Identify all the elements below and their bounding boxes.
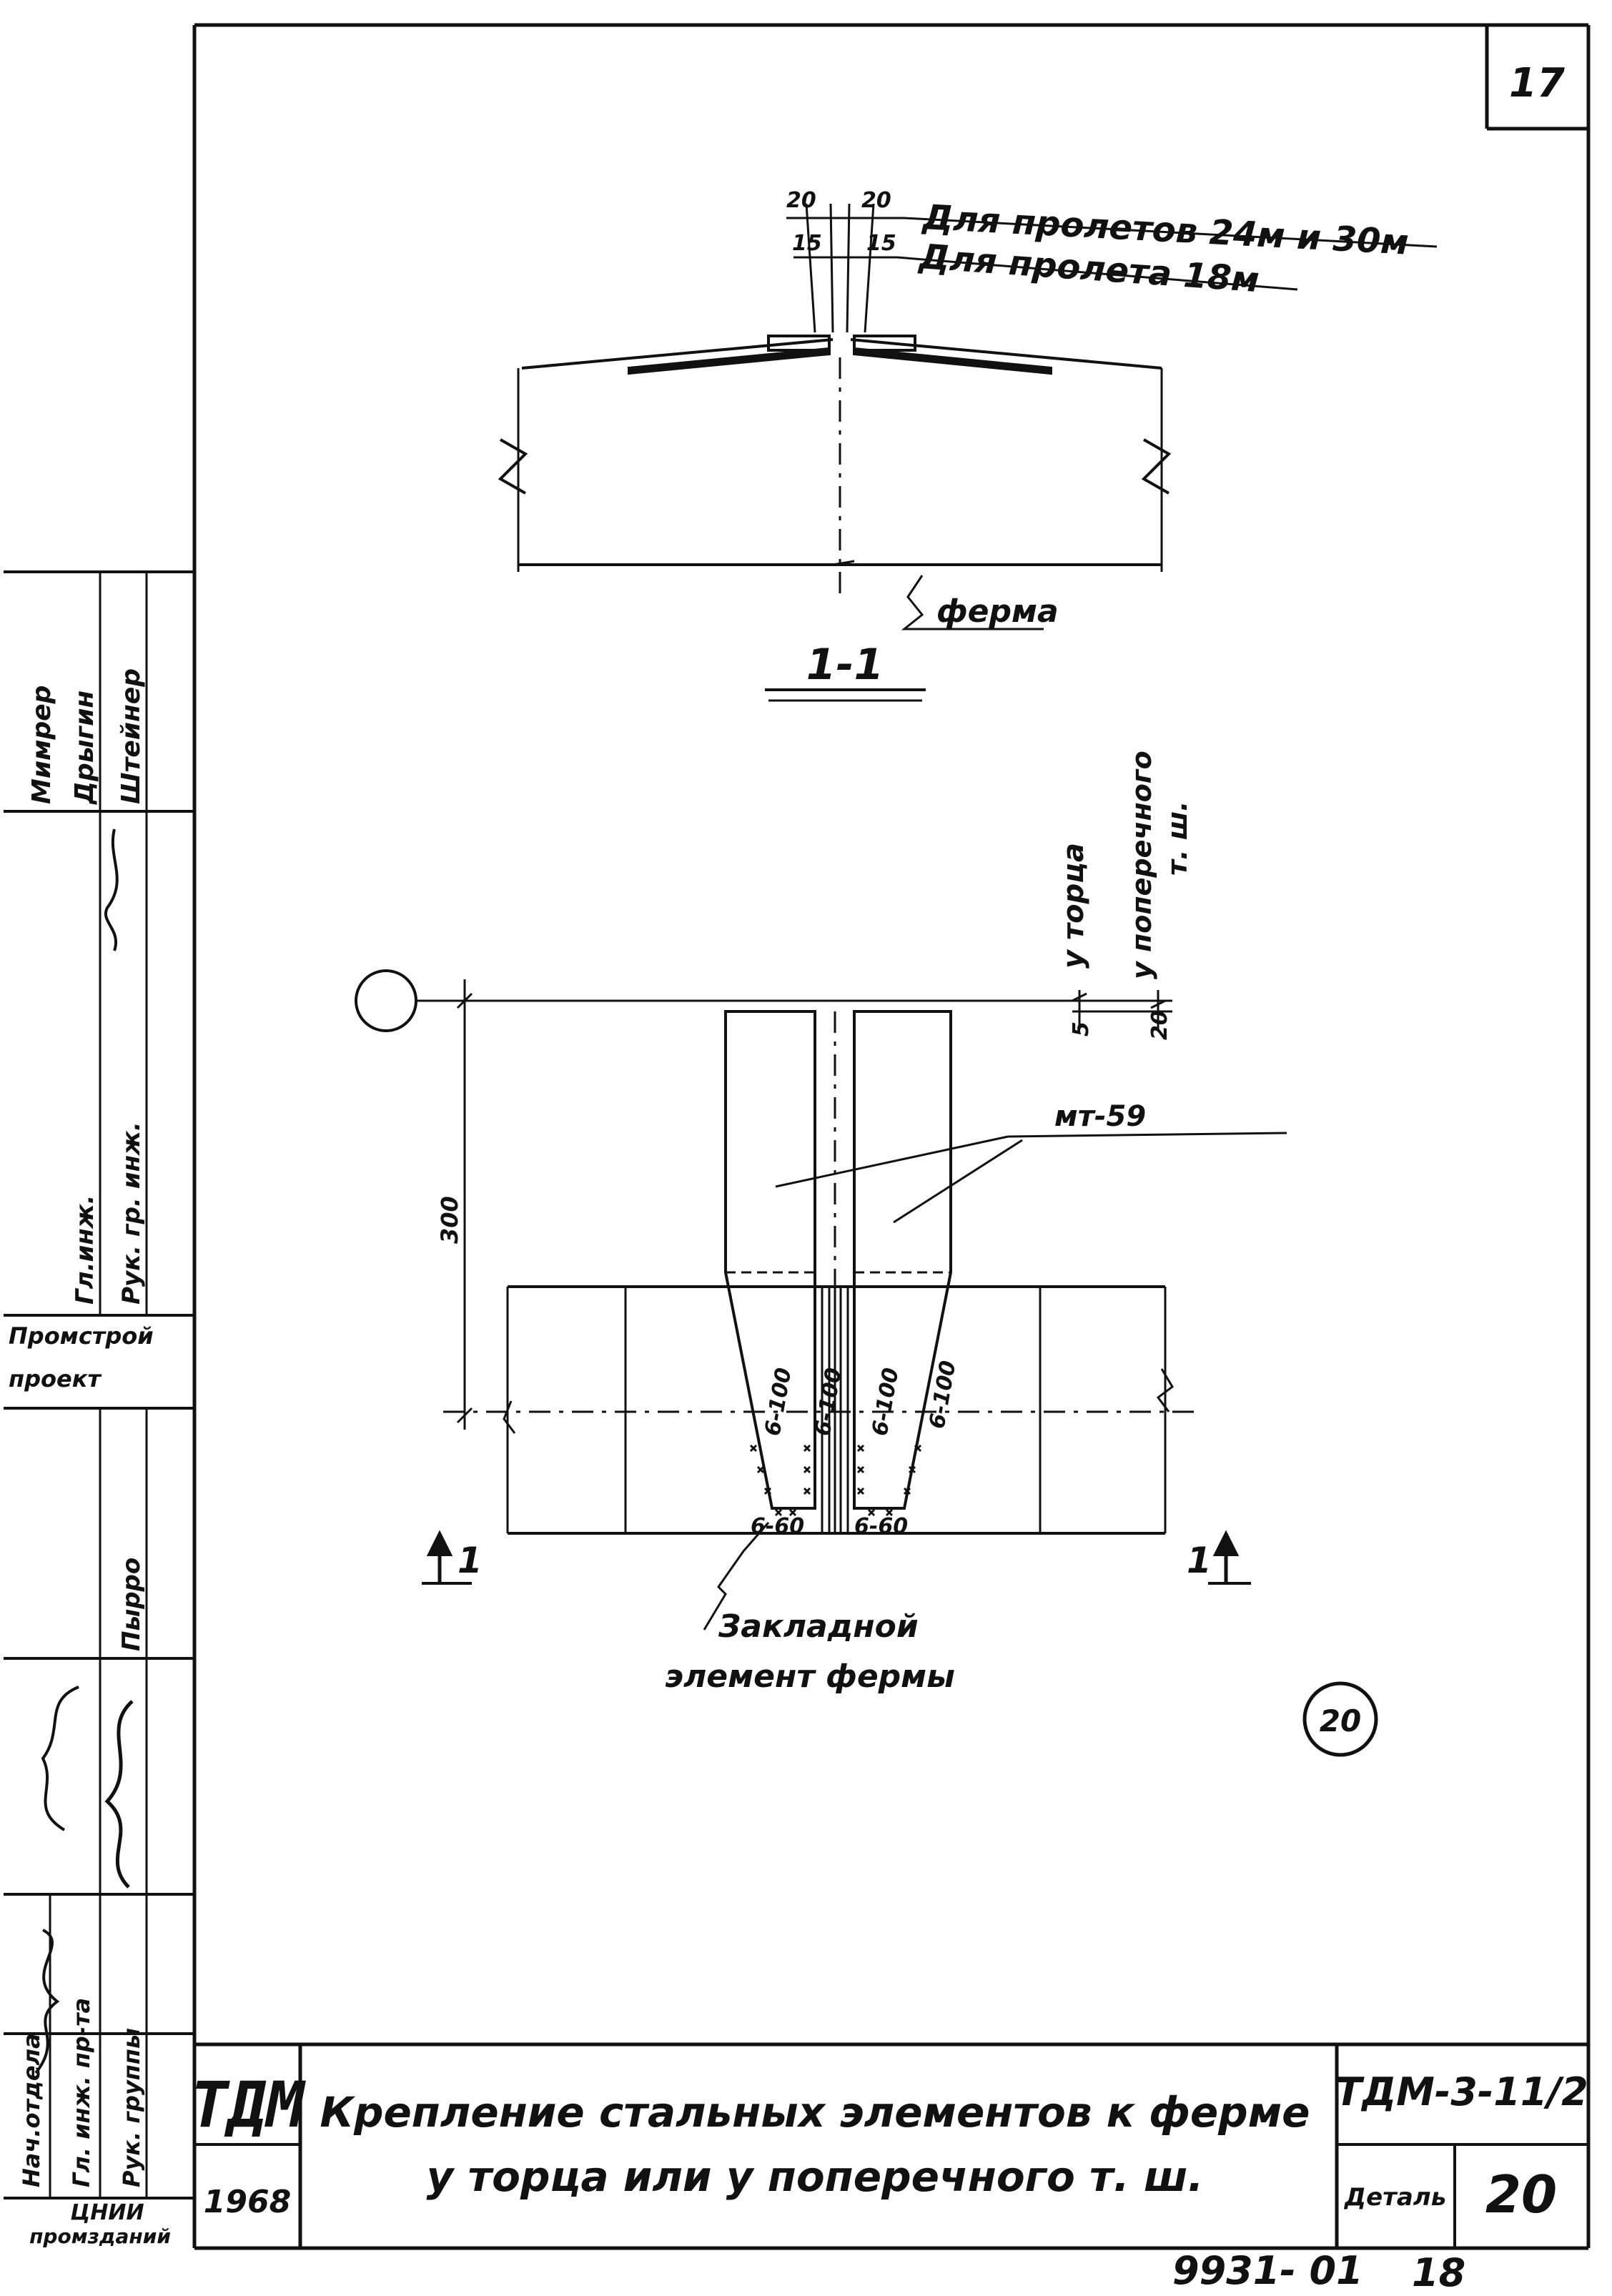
bottom-sheet-number: 18: [1412, 2250, 1465, 2295]
embedded-element-label-1: Закладной: [718, 1608, 919, 1645]
right-slope-plate: [850, 338, 1162, 370]
left-top-pad: [767, 335, 831, 352]
section-mark-right: 1: [1187, 1540, 1212, 1581]
page-number: 17: [1509, 60, 1565, 107]
gap-dim-top-b: 20: [861, 188, 891, 213]
section-title: 1-1: [806, 640, 884, 690]
right-top-pad: [853, 335, 916, 352]
label-cross-joint-2: т. ш.: [1162, 801, 1193, 876]
dim-end: 5: [1069, 1021, 1094, 1036]
stamp-org-2: проект: [9, 1365, 102, 1392]
right-slope-flange: [853, 347, 1052, 375]
stamp-role-2: Рук. гр. инж.: [117, 1122, 146, 1305]
dim-height: 300: [436, 1196, 463, 1244]
detail-number: 20: [1485, 2164, 1557, 2225]
weld-marks: [749, 1444, 922, 1517]
left-slope-flange: [628, 347, 831, 375]
gap-dim-top-a: 20: [786, 188, 816, 213]
embedded-element-label-2: элемент фермы: [665, 1658, 955, 1695]
gap-dim-bottom-a: 15: [792, 231, 822, 256]
stamp-org-1: Промстрой: [9, 1322, 154, 1350]
stamp-role-5: Рук. группы: [118, 2028, 145, 2187]
right-steel-element: [853, 1010, 952, 1510]
stamp-institute-1: ЦНИИ: [70, 2200, 144, 2225]
weld-left-outer: 6-100: [760, 1366, 796, 1438]
left-steel-element: [724, 1010, 816, 1510]
label-cross-joint-1: у поперечного: [1126, 751, 1157, 979]
sheet-frame: [192, 23, 1591, 2250]
detail-mark: 20: [1320, 1703, 1361, 1738]
stamp-name-4: Пырро: [117, 1558, 146, 1651]
section-1-1-view: [498, 203, 1438, 702]
label-end: у торца: [1057, 843, 1090, 969]
axis-bubble: [355, 969, 417, 1032]
stamp-name-2: Мимрер: [27, 686, 56, 804]
stamp-role-3: Нач.отдела: [18, 2033, 45, 2187]
title-line-1: Крепление стальных элементов к ферме: [320, 2088, 1310, 2137]
plan-view: [355, 969, 1378, 1757]
stamp-name-3: Штейнер: [117, 668, 146, 804]
left-slope-plate: [521, 338, 834, 370]
title-line-2: у торца или у поперечного т. ш.: [427, 2152, 1204, 2201]
detail-circle: [1302, 1681, 1378, 1757]
weld-right-inner: 6-100: [867, 1366, 904, 1438]
stamp-name-1: Дрыгин: [70, 691, 99, 805]
title-year: 1968: [204, 2184, 291, 2220]
weld-right-bottom: 6-60: [854, 1514, 908, 1539]
truss-label: ферма: [936, 593, 1059, 630]
detail-label: Деталь: [1344, 2183, 1446, 2212]
stamp-role-1: Гл.инж.: [71, 1194, 99, 1305]
gap-dim-bottom-b: 15: [866, 231, 896, 256]
weld-right-outer: 6-100: [924, 1359, 961, 1431]
dim-joint: 20: [1147, 1010, 1172, 1040]
series-logo: ТДМ: [191, 2068, 307, 2142]
weld-left-bottom: 6-60: [751, 1514, 804, 1539]
element-mark: мт-59: [1054, 1100, 1146, 1133]
section-mark-left: 1: [458, 1540, 483, 1581]
side-stamp: [4, 570, 194, 2199]
stamp-role-4: Гл. инж. пр-та: [68, 1998, 95, 2187]
doc-code: ТДМ-3-11/2: [1335, 2069, 1588, 2114]
title-block: [194, 2042, 1588, 2248]
stamp-institute-2: промзданий: [29, 2225, 171, 2248]
bottom-code: 9931- 01: [1172, 2248, 1363, 2293]
